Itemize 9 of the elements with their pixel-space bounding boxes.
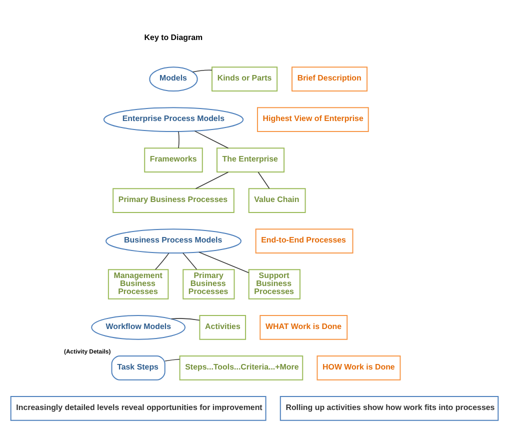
connector [192,70,212,72]
connector [194,130,229,149]
connector [155,252,170,270]
connector [198,252,250,274]
connector [178,131,180,148]
connector [182,252,198,270]
connector [170,318,200,321]
connector [164,358,180,362]
connector [258,172,270,189]
